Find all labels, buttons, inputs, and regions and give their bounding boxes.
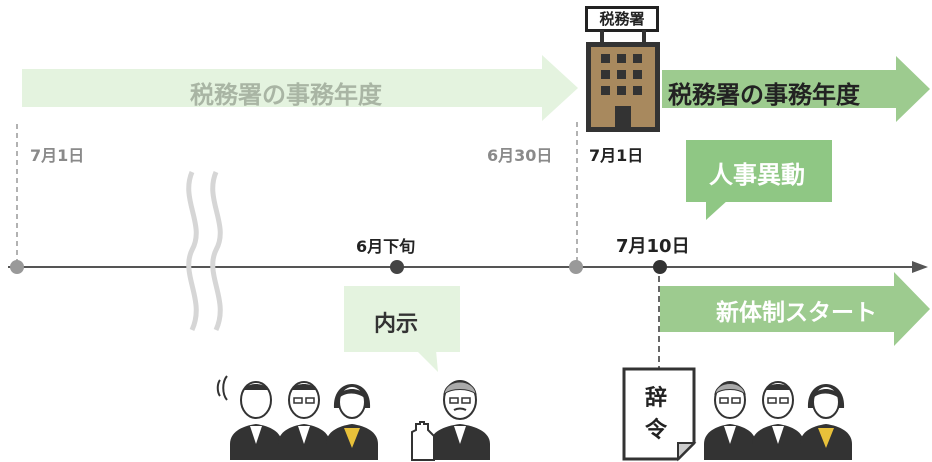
new-structure-label: 新体制スタート <box>716 300 877 326</box>
start-dashed-line <box>16 124 18 266</box>
current-fiscal-year-arrow <box>662 56 930 122</box>
senior-manager-icon <box>411 380 490 461</box>
previous-fiscal-year-label: 税務署の事務年度 <box>190 81 382 109</box>
appointment-document-text-2: 令 <box>645 418 668 443</box>
appointment-document-text-1: 辞 <box>645 386 668 411</box>
new-structure-arrow <box>660 272 930 346</box>
informal-notice-bubble <box>344 286 460 372</box>
start-date-label: 7月1日 <box>30 146 85 165</box>
appointment-document-icon <box>622 367 697 462</box>
tax-office-sign: 税務署 <box>585 6 659 32</box>
timeline-point-june-30 <box>569 260 583 274</box>
personnel-transfer-text: 人事異動 <box>709 161 805 189</box>
july-10-label: 7月10日 <box>616 236 690 257</box>
timeline-point-july-10 <box>653 260 667 274</box>
late-june-label: 6月下旬 <box>356 237 416 256</box>
timeline-point-start <box>10 260 24 274</box>
previous-fiscal-year-arrow <box>22 55 578 121</box>
informal-notice-text: 内示 <box>374 312 419 337</box>
timeline-break-icon <box>186 171 223 332</box>
july-1-label: 7月1日 <box>589 146 644 165</box>
june-30-label: 6月30日 <box>487 146 553 165</box>
current-fiscal-year-label: 税務署の事務年度 <box>668 81 860 109</box>
personnel-transfer-bubble <box>686 140 832 220</box>
july-10-dashed-line <box>658 266 660 368</box>
staff-group-right-icon <box>704 381 852 460</box>
tax-office-building-icon <box>586 30 660 132</box>
tax-office-sign-text: 税務署 <box>599 10 645 28</box>
fiscal-boundary-dashed-line <box>576 122 578 266</box>
staff-group-left-icon <box>216 375 378 460</box>
timeline-axis <box>8 261 928 273</box>
timeline-point-late-june <box>390 260 404 274</box>
